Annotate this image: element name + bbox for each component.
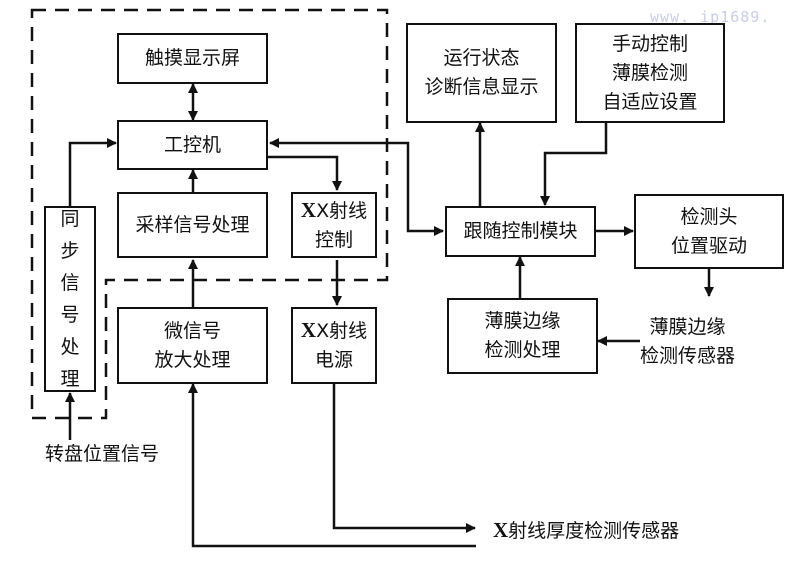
ipc-block: 工控机 bbox=[117, 120, 268, 170]
block-label: 放大处理 bbox=[154, 348, 231, 371]
wire-sensor-amp bbox=[188, 383, 476, 548]
touch-screen-block: 触摸显示屏 bbox=[117, 33, 268, 84]
wire-power-sensor bbox=[332, 382, 476, 533]
system-boundary-dashed bbox=[30, 8, 389, 420]
block-label: 诊断信息显示 bbox=[424, 76, 539, 98]
block-char: 步 bbox=[60, 240, 80, 262]
follow-control-block: 跟随控制模块 bbox=[445, 206, 596, 257]
label-text: 射线厚度检测传感器 bbox=[508, 520, 680, 542]
label-prefix: X bbox=[493, 518, 509, 542]
block-label: 控制 bbox=[314, 228, 353, 251]
block-label: 采样信号处理 bbox=[135, 213, 250, 236]
block-char: 同 bbox=[60, 208, 80, 230]
manual-control-block: 手动控制 薄膜检测 自适应设置 bbox=[575, 23, 725, 123]
block-label: 触摸显示屏 bbox=[144, 47, 240, 69]
amplifier-block: 微信号 放大处理 bbox=[117, 307, 268, 384]
edge-sensor-label: 薄膜边缘 检测传感器 bbox=[640, 313, 735, 371]
label-line: 检测传感器 bbox=[640, 345, 736, 367]
block-label: 跟随控制模块 bbox=[463, 220, 578, 242]
xray-power-block: XX射线 电源 bbox=[291, 307, 377, 384]
block-label: 薄膜检测 bbox=[611, 61, 688, 84]
sync-signal-block: 同 步 信 号 处 理 bbox=[44, 206, 96, 392]
edge-processing-block: 薄膜边缘 检测处理 bbox=[447, 298, 598, 374]
wire-manual-follow bbox=[540, 122, 608, 206]
block-label: 微信号 bbox=[163, 319, 221, 342]
block-label: 电源 bbox=[314, 349, 353, 371]
turntable-signal-label: 转盘位置信号 bbox=[45, 443, 160, 465]
block-char: 处 bbox=[60, 336, 80, 358]
status-display-block: 运行状态 诊断信息显示 bbox=[406, 23, 557, 123]
sampling-processing-block: 采样信号处理 bbox=[117, 192, 268, 258]
block-char: 理 bbox=[60, 368, 80, 390]
thickness-sensor-label: X射线厚度检测传感器 bbox=[493, 516, 679, 546]
block-char: 信 bbox=[60, 272, 80, 294]
block-label: XX射线 bbox=[300, 197, 368, 222]
block-label: XX射线 bbox=[300, 318, 368, 342]
label-line: 薄膜边缘 bbox=[649, 316, 726, 338]
head-drive-block: 检测头 位置驱动 bbox=[634, 194, 784, 269]
wire-ipc-xraycontrol bbox=[267, 155, 342, 191]
block-label: 工控机 bbox=[163, 133, 221, 156]
wire-sync-ipc bbox=[68, 138, 117, 206]
block-label: 手动控制 bbox=[611, 32, 688, 55]
block-label: 运行状态 bbox=[443, 47, 520, 69]
block-label: 检测处理 bbox=[484, 339, 561, 361]
xray-control-block: XX射线 控制 bbox=[291, 192, 377, 258]
block-label: 检测头 bbox=[680, 205, 738, 228]
block-char: 号 bbox=[60, 304, 80, 326]
block-label: 自适应设置 bbox=[602, 90, 698, 113]
block-label: 薄膜边缘 bbox=[484, 310, 561, 332]
block-label: 位置驱动 bbox=[670, 234, 747, 257]
wire-ipc-follow bbox=[269, 138, 444, 236]
